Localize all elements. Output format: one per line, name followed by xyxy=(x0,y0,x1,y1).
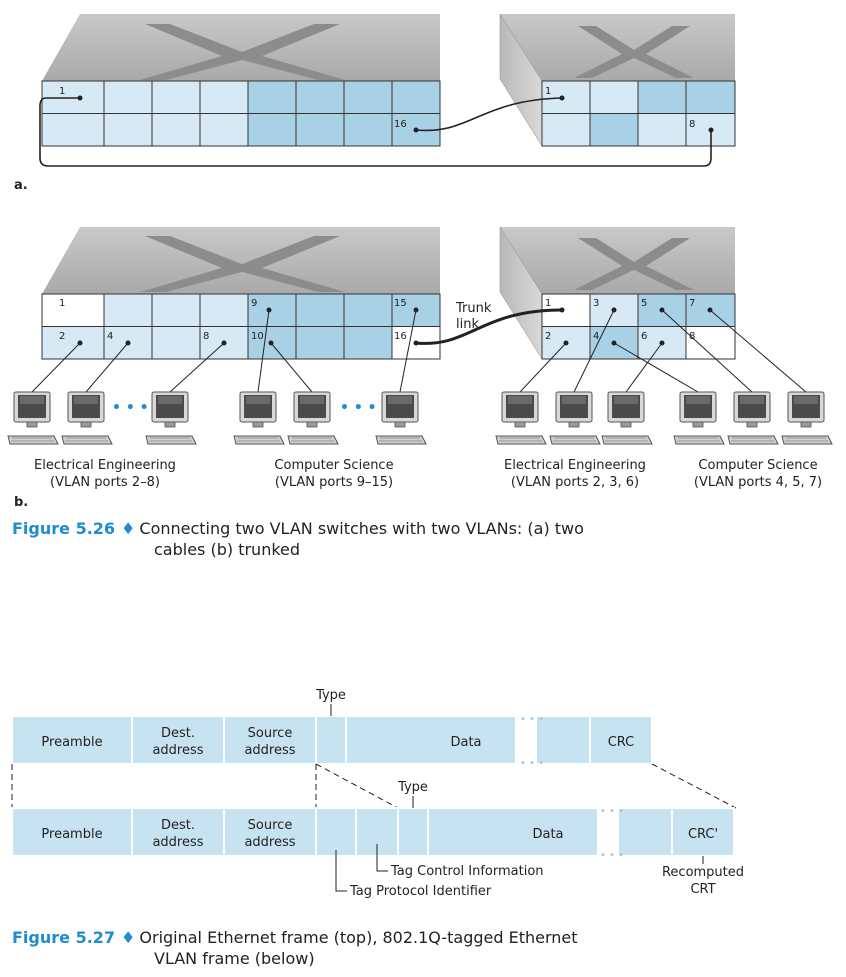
group-cs-right-title: Computer Science xyxy=(698,458,817,473)
tag-control-information-label: Tag Control Information xyxy=(390,864,544,879)
trunk-label-line1: Trunk xyxy=(455,301,492,316)
recomputed-label: Recomputed xyxy=(662,865,744,880)
computer-icon xyxy=(673,391,725,445)
port-label: 4 xyxy=(593,331,599,342)
caption-text: cables (b) trunked xyxy=(154,540,301,559)
computer-icon xyxy=(145,391,197,445)
ellipsis-left: • • • xyxy=(112,400,149,416)
computer-icon xyxy=(7,391,59,445)
port-label: 1 xyxy=(545,86,551,97)
port-label: 16 xyxy=(394,119,407,130)
caption-text: Original Ethernet frame (top), 802.1Q-ta… xyxy=(139,928,578,947)
group-ee-left-title: Electrical Engineering xyxy=(34,458,176,473)
computer-icon xyxy=(495,391,547,445)
port-label: 6 xyxy=(641,331,647,342)
caption-text: VLAN frame (below) xyxy=(154,949,315,968)
port-label: 7 xyxy=(689,298,695,309)
part-b-host-cables xyxy=(31,309,807,393)
field-preamble: Preamble xyxy=(41,735,102,750)
bullet-icon: ♦ xyxy=(121,928,136,947)
port-label: 1 xyxy=(59,86,65,97)
type-label-top: Type xyxy=(315,688,346,703)
group-cs-left-title: Computer Science xyxy=(274,458,393,473)
part-a-cables xyxy=(39,97,712,167)
svg-text:• • •: • • • xyxy=(520,758,544,769)
field-dest: address xyxy=(152,743,203,758)
field-source: address xyxy=(244,835,295,850)
trunk-label-line2: link xyxy=(456,317,479,332)
tag-protocol-identifier-label: Tag Protocol Identifier xyxy=(349,884,492,899)
frame-connectors xyxy=(11,763,737,809)
computer-icon xyxy=(61,391,113,445)
port-label: 4 xyxy=(107,331,113,342)
ellipsis-right: • • • xyxy=(340,400,377,416)
part-b-right-switch: 1 2 3 4 5 6 7 8 xyxy=(499,226,736,360)
svg-text:• • •: • • • xyxy=(600,850,624,861)
figure-number: Figure 5.27 xyxy=(12,928,116,947)
part-a-left-switch: 1 16 xyxy=(41,14,441,147)
computer-icon xyxy=(727,391,779,445)
part-a-label: a. xyxy=(14,178,28,193)
group-ee-left-ports: (VLAN ports 2–8) xyxy=(50,475,160,490)
svg-text:• • •: • • • xyxy=(520,714,544,725)
field-source: Source xyxy=(248,818,293,833)
field-dest: Dest. xyxy=(161,726,195,741)
group-ee-right-ports: (VLAN ports 2, 3, 6) xyxy=(511,475,639,490)
port-label: 2 xyxy=(59,331,65,342)
group-ee-right-title: Electrical Engineering xyxy=(504,458,646,473)
port-label: 8 xyxy=(689,119,695,130)
original-ethernet-frame: • • • • • • Preamble Dest. address Sourc… xyxy=(11,688,653,769)
port-label: 15 xyxy=(394,298,407,309)
field-crc-recomputed: CRC' xyxy=(688,827,718,842)
computer-icon xyxy=(549,391,601,445)
group-cs-right-ports: (VLAN ports 4, 5, 7) xyxy=(694,475,822,490)
part-a-right-switch: 1 8 xyxy=(499,13,736,147)
port-label: 9 xyxy=(251,298,257,309)
figure-5-27-caption: Figure 5.27 ♦Original Ethernet frame (top… xyxy=(12,927,578,969)
tagged-ethernet-frame: • • • • • • Preamble Dest. address Sourc… xyxy=(11,780,744,899)
field-source: address xyxy=(244,743,295,758)
computer-icon xyxy=(601,391,653,445)
part-b-label: b. xyxy=(14,495,28,510)
figure-number: Figure 5.26 xyxy=(12,519,116,538)
type-label-bottom: Type xyxy=(397,780,428,795)
field-preamble: Preamble xyxy=(41,827,102,842)
port-label: 3 xyxy=(593,298,599,309)
trunk-link-cable xyxy=(415,308,563,345)
computer-icon xyxy=(287,391,339,445)
port-label: 5 xyxy=(641,298,647,309)
field-crc: CRC xyxy=(608,735,635,750)
computer-icon xyxy=(233,391,285,445)
computer-icon xyxy=(375,391,427,445)
field-dest: address xyxy=(152,835,203,850)
port-label: 16 xyxy=(394,331,407,342)
port-label: 1 xyxy=(59,298,65,309)
group-cs-left-ports: (VLAN ports 9–15) xyxy=(275,475,393,490)
port-label: 8 xyxy=(203,331,209,342)
port-label: 1 xyxy=(545,298,551,309)
figure-5-26-caption: Figure 5.26 ♦Connecting two VLAN switches… xyxy=(12,518,584,560)
svg-text:• • •: • • • xyxy=(600,806,624,817)
field-data: Data xyxy=(532,827,563,842)
computer-icon xyxy=(781,391,833,445)
bullet-icon: ♦ xyxy=(121,519,136,538)
port-label: 8 xyxy=(689,331,695,342)
part-b-left-switch: 1 2 4 8 9 10 15 16 xyxy=(41,227,441,360)
part-a-port-dots xyxy=(77,95,714,133)
recomputed-label: CRT xyxy=(690,882,715,897)
group-labels: Electrical Engineering (VLAN ports 2–8) … xyxy=(34,458,822,490)
port-label: 2 xyxy=(545,331,551,342)
field-source: Source xyxy=(248,726,293,741)
port-label: 10 xyxy=(251,331,264,342)
field-data: Data xyxy=(450,735,481,750)
caption-text: Connecting two VLAN switches with two VL… xyxy=(139,519,584,538)
field-dest: Dest. xyxy=(161,818,195,833)
